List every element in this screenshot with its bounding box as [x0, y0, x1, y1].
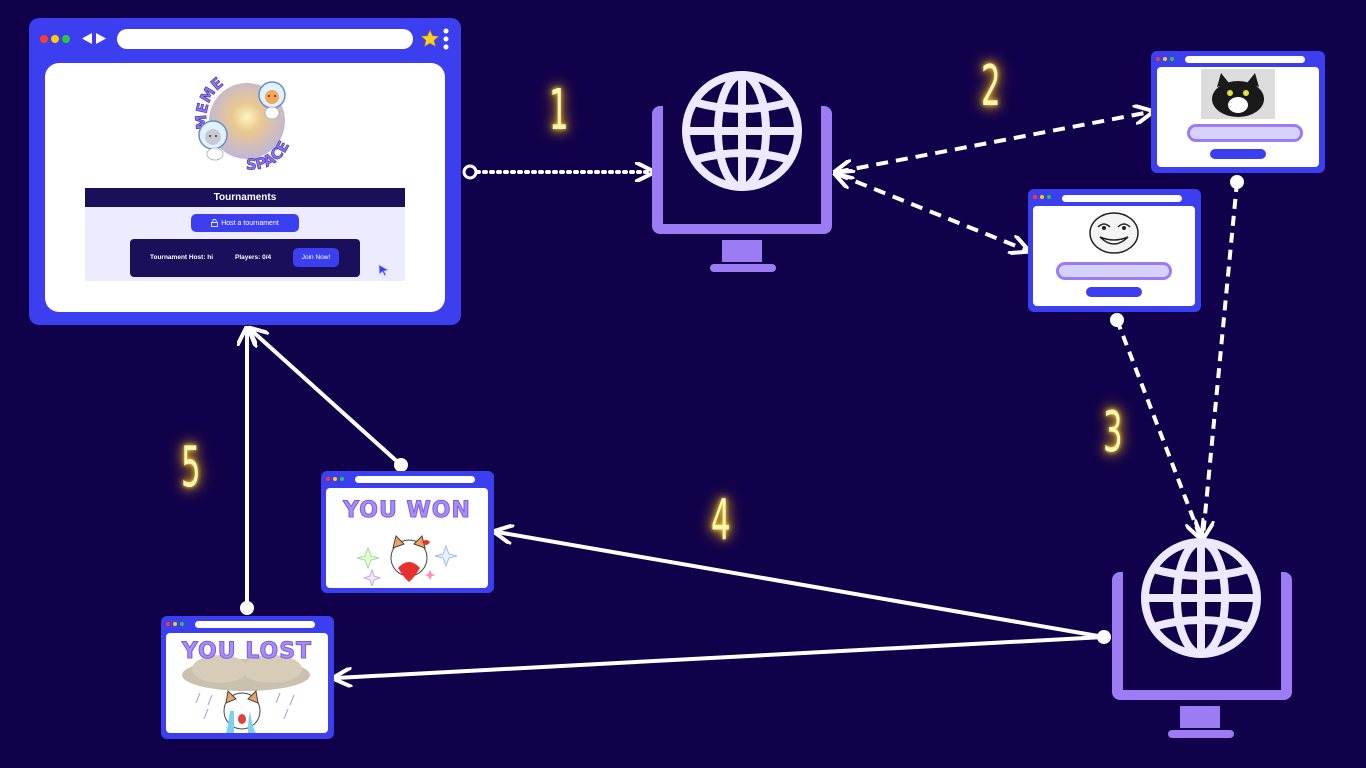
submit-button[interactable] — [1086, 287, 1142, 297]
kebab-menu-icon[interactable] — [443, 28, 449, 50]
step-number-2: 2 — [981, 54, 1001, 119]
address-bar[interactable] — [117, 29, 413, 49]
sad-cat-illustration — [182, 655, 310, 733]
client-window-troll — [1028, 189, 1201, 312]
step-number-4: 4 — [711, 488, 731, 553]
address-bar[interactable] — [195, 621, 315, 628]
troll-face-avatar — [1089, 212, 1139, 254]
tournament-players: Players: 0/4 — [235, 254, 272, 261]
you-won-window: YOU WON — [321, 471, 494, 593]
host-tournament-label: Host a tournament — [221, 219, 279, 227]
join-now-button[interactable]: Join Now! — [293, 248, 339, 267]
tournament-host: Tournament Host: hi — [150, 254, 214, 261]
arrow-step4-won — [497, 532, 1105, 639]
host-tournament-button[interactable]: Host a tournament — [191, 214, 299, 232]
arrow-step2-upper — [837, 112, 1150, 172]
window-controls[interactable] — [40, 35, 70, 43]
lock-icon — [211, 219, 219, 227]
client-window-cat — [1151, 51, 1325, 173]
you-lost-text: YOU LOST — [181, 639, 313, 665]
arrow-step1-origin — [462, 164, 478, 180]
server-top-monitor — [652, 71, 832, 272]
page-viewport: MEME SPACE Tournaments Host a tournament — [45, 63, 445, 312]
tournament-row: Tournament Host: hi Players: 0/4 Join No… — [130, 239, 360, 277]
globe-icon — [682, 71, 802, 191]
happy-cat-illustration — [356, 535, 458, 586]
cat-avatar — [1201, 69, 1275, 119]
you-won-text: YOU WON — [343, 498, 471, 524]
back-arrow-icon[interactable] — [82, 33, 93, 44]
cursor-icon — [378, 264, 389, 276]
arrow-step4-lost — [336, 635, 1105, 678]
step-number-3: 3 — [1103, 400, 1123, 465]
step-number-1: 1 — [549, 78, 569, 143]
address-bar[interactable] — [1062, 195, 1182, 202]
submit-button[interactable] — [1210, 149, 1266, 159]
server-bottom-monitor — [1112, 538, 1292, 738]
meme-space-logo: MEME SPACE — [192, 73, 294, 173]
forward-arrow-icon[interactable] — [96, 33, 107, 44]
main-browser-window: MEME SPACE Tournaments Host a tournament — [29, 18, 461, 325]
step-number-5: 5 — [181, 435, 201, 500]
star-icon[interactable] — [421, 30, 439, 48]
address-bar[interactable] — [355, 476, 475, 483]
tournaments-panel: Tournaments Host a tournament Tournament… — [85, 188, 405, 281]
arrow-step3-a — [1203, 181, 1239, 536]
you-lost-window: YOU LOST — [161, 616, 334, 739]
arrow-step5-won — [251, 330, 403, 467]
address-bar[interactable] — [1185, 56, 1305, 63]
tournaments-heading: Tournaments — [85, 188, 405, 207]
globe-icon — [1141, 538, 1261, 658]
arrow-step2-lower — [837, 174, 1026, 250]
name-input[interactable] — [1056, 262, 1172, 280]
name-input[interactable] — [1187, 124, 1303, 142]
arrow-step3-b — [1115, 319, 1200, 536]
